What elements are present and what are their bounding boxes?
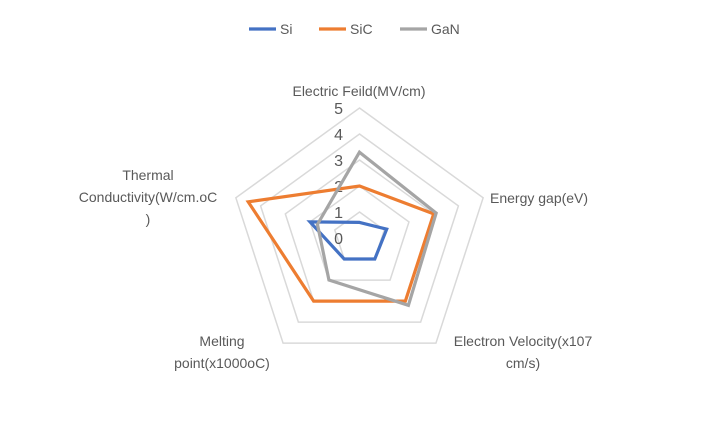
axis-label: Conductivity(W/cm.oC bbox=[79, 189, 217, 205]
series-sic-line bbox=[245, 184, 436, 303]
legend-label: SiC bbox=[350, 21, 373, 37]
axis-label: point(x1000oC) bbox=[174, 355, 270, 371]
axis-label: Energy gap(eV) bbox=[490, 190, 588, 206]
tick-label: 0 bbox=[334, 231, 343, 248]
grid-ring bbox=[309, 185, 410, 281]
axis-label: ) bbox=[146, 211, 151, 227]
grid-ring bbox=[234, 107, 485, 344]
legend-label: GaN bbox=[431, 21, 460, 37]
tick-label: 4 bbox=[334, 127, 343, 144]
legend: Si SiC GaN bbox=[249, 21, 460, 37]
grid-ring bbox=[259, 133, 460, 323]
series-gan-line bbox=[315, 149, 438, 308]
tick-label: 3 bbox=[334, 153, 343, 170]
axis-label: cm/s) bbox=[506, 355, 540, 371]
legend-label: Si bbox=[280, 21, 292, 37]
axis-labels: Electric Feild(MV/cm) Energy gap(eV) Elect… bbox=[79, 83, 593, 371]
series-lines bbox=[245, 149, 438, 308]
axis-label: Thermal bbox=[122, 167, 173, 183]
tick-label: 1 bbox=[334, 205, 343, 222]
tick-label: 5 bbox=[334, 101, 343, 118]
axis-label: Electron Velocity(x107 bbox=[454, 333, 593, 349]
grid-rings bbox=[234, 107, 485, 344]
axis-label: Melting bbox=[199, 333, 244, 349]
axis-label: Electric Feild(MV/cm) bbox=[292, 83, 425, 99]
